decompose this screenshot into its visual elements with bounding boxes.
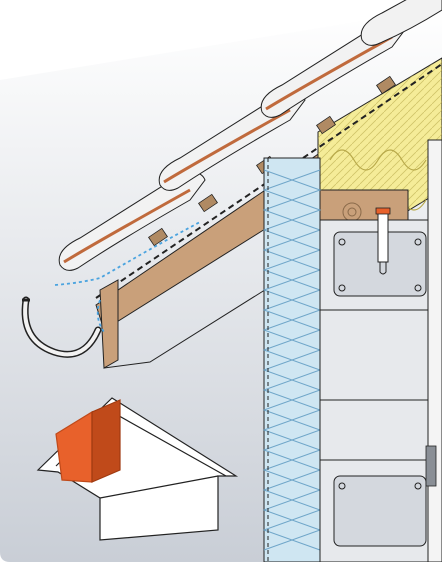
- roof-tiles: [58, 0, 442, 271]
- plug-anchor-icon: [375, 207, 391, 275]
- block-fixings: [338, 238, 422, 490]
- inner-wall-blocks: [319, 219, 442, 562]
- house-locator-icon: [36, 397, 239, 541]
- skirting-detail: [425, 445, 437, 487]
- wall-insulation-pattern-b: [262, 169, 322, 551]
- gutter-icon: [21, 296, 102, 358]
- soffit-callout: [103, 287, 269, 369]
- wall-lining: [427, 139, 442, 562]
- ventilation-airflow-lower: [96, 299, 105, 333]
- fascia-board: [99, 279, 119, 369]
- timber-knot-inner: [347, 207, 357, 217]
- ventilation-airflow: [54, 221, 201, 286]
